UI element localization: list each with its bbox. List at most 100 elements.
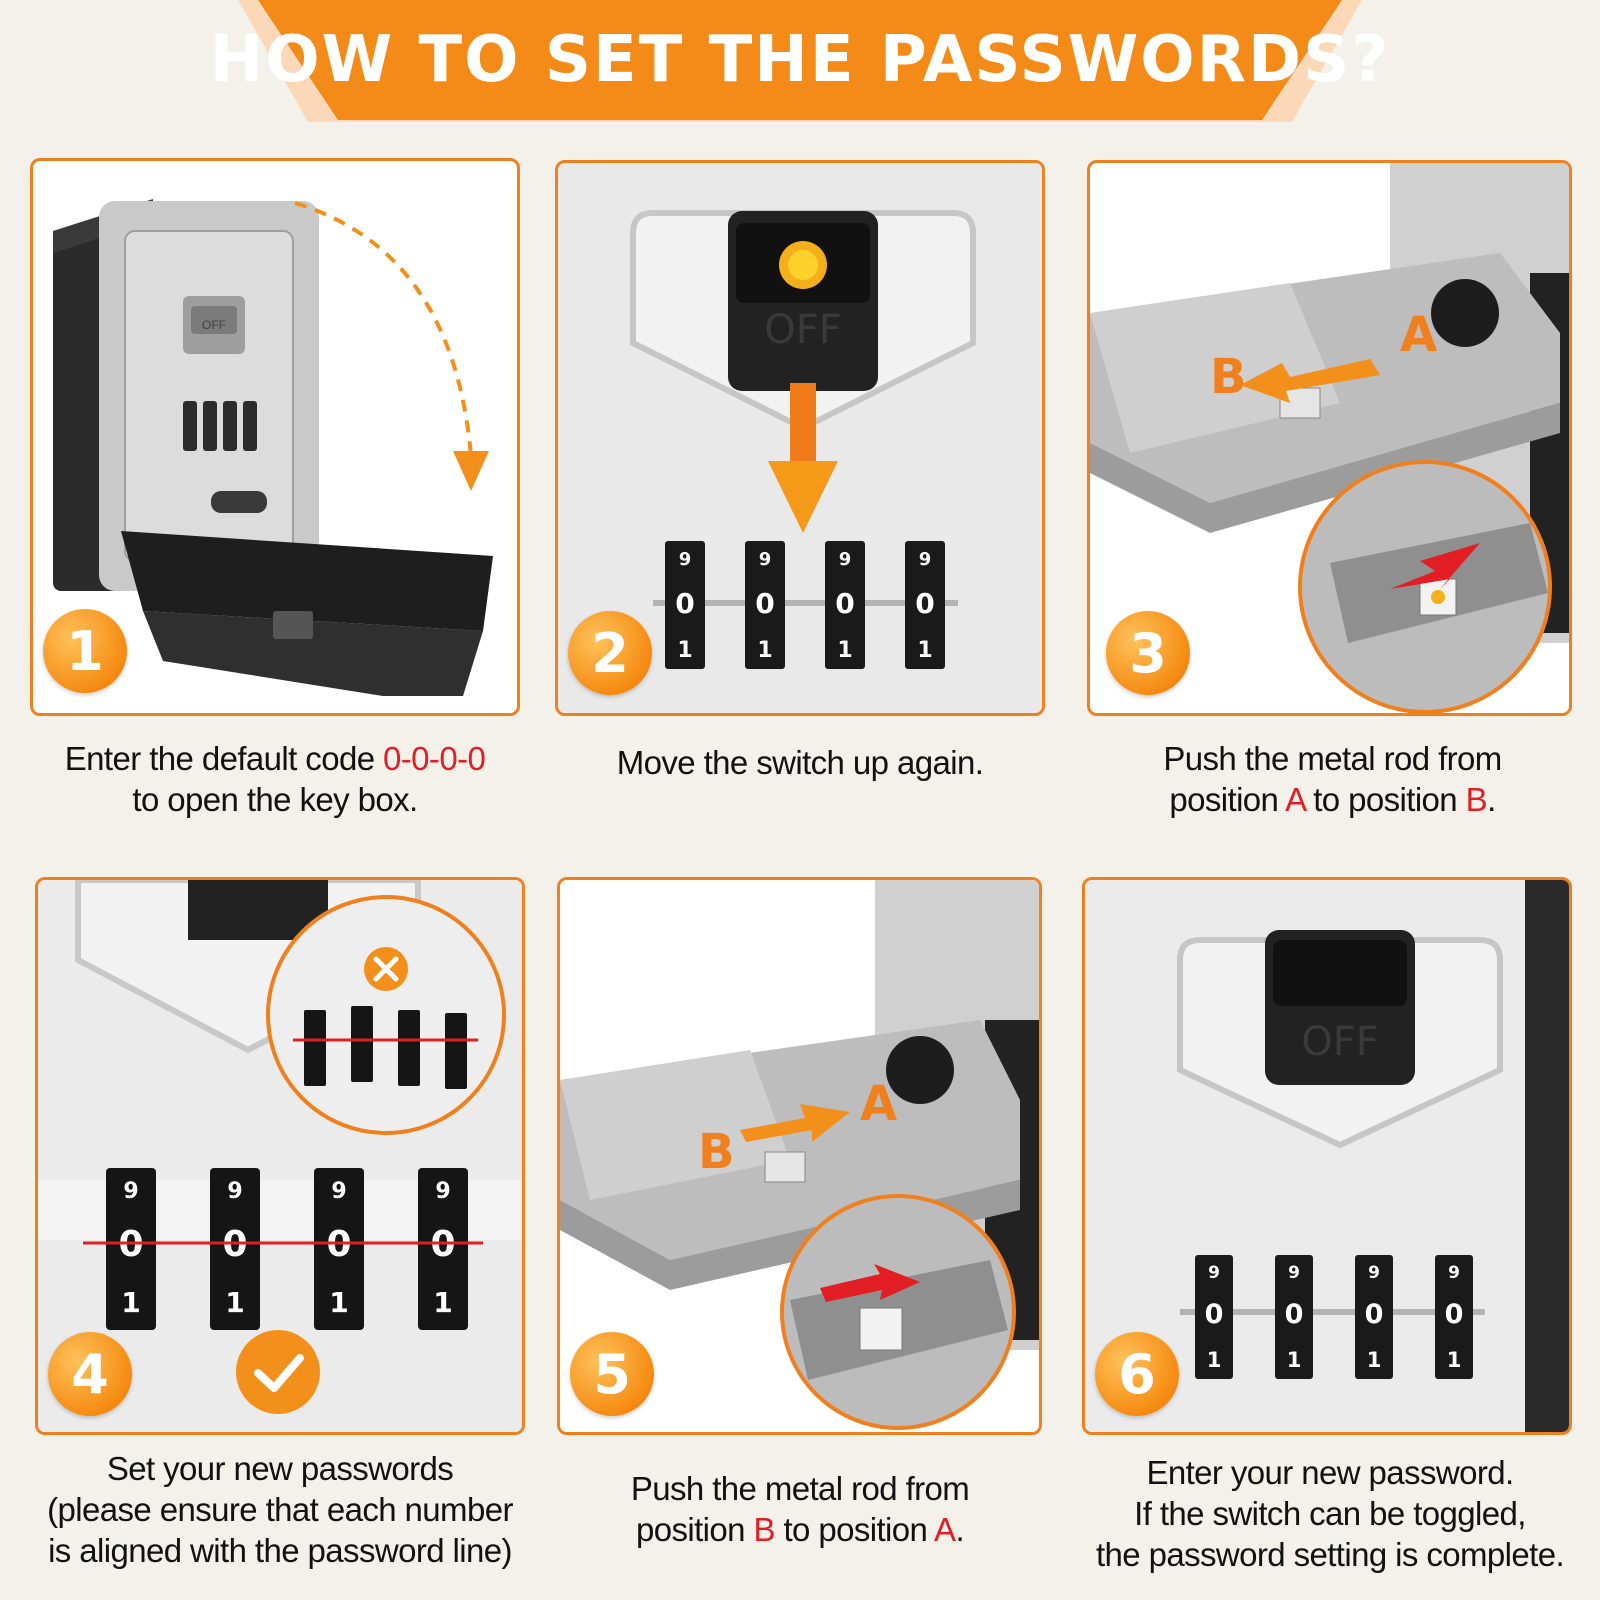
step-5-end: . — [955, 1511, 965, 1548]
step-5-mid: to position — [774, 1511, 935, 1548]
wheel-4 — [905, 541, 945, 669]
wheel-6-1-mid: 0 — [1205, 1299, 1224, 1330]
step-2-panel: OFF 9 0 1 9 0 1 — [555, 160, 1045, 716]
step-3-pre: position — [1169, 781, 1286, 818]
wheel-6-1-bottom: 1 — [1207, 1348, 1222, 1372]
step-4-badge: 4 — [48, 1332, 132, 1416]
step-5-to: A — [934, 1511, 956, 1548]
wheel-6-1 — [1195, 1255, 1233, 1379]
off-label: OFF — [764, 307, 842, 353]
wheel-2 — [745, 541, 785, 669]
wheel-2-mid: 0 — [755, 587, 774, 620]
step-3-caption-line1: Push the metal rod from — [1163, 740, 1502, 777]
big-wheel-4-top: 9 — [435, 1179, 450, 1204]
step-4-caption-line3: is aligned with the password line) — [48, 1532, 512, 1569]
wheel-6-3 — [1355, 1255, 1393, 1379]
step-4-caption-line2: (please ensure that each number — [47, 1491, 513, 1528]
step-1-caption-line2: to open the key box. — [132, 781, 418, 818]
step-5-pre: position — [635, 1511, 754, 1548]
label-a: A — [1400, 307, 1437, 363]
step-6-panel: OFF 9 0 1 9 0 1 9 0 1 9 — [1082, 877, 1572, 1435]
cross-icon — [364, 947, 408, 991]
wheel-1 — [665, 541, 705, 669]
wheel-6-2-top: 9 — [1288, 1263, 1300, 1283]
wheel-3 — [825, 541, 865, 669]
step-3-caption-line2: position A to position B. — [1075, 779, 1590, 820]
wheel-3-bottom: 1 — [837, 638, 852, 663]
step-1-text: Enter the default code — [64, 740, 384, 777]
wheel-6-1-top: 9 — [1208, 1263, 1220, 1283]
step-5-caption: Push the metal rod from position B to po… — [545, 1468, 1055, 1550]
step-6-caption: Enter your new password. If the switch c… — [1065, 1452, 1595, 1575]
wheel-3-mid: 0 — [835, 587, 854, 620]
wheel-6-3-top: 9 — [1368, 1263, 1380, 1283]
step-1-panel: OFF 1 — [30, 158, 520, 716]
label-b-5: B — [698, 1124, 735, 1180]
align-password-illustration: 9 0 1 9 0 1 9 0 1 9 0 1 — [38, 880, 522, 1432]
step-2-caption: Move the switch up again. — [540, 742, 1060, 783]
open-key-box-illustration: OFF — [53, 199, 493, 696]
wheel-3-top: 9 — [839, 549, 852, 570]
step-6-caption-line2: If the switch can be toggled, — [1134, 1495, 1526, 1532]
wheel-6-2-mid: 0 — [1285, 1299, 1304, 1330]
label-a-5: A — [860, 1076, 897, 1132]
step-5-panel: B A 5 — [557, 877, 1042, 1435]
step-5-from: B — [753, 1511, 775, 1548]
enter-new-password-illustration: OFF 9 0 1 9 0 1 9 0 1 9 — [1085, 880, 1569, 1432]
step-6-caption-line1: Enter your new password. — [1146, 1454, 1514, 1491]
step-3-panel: A B 3 — [1087, 160, 1572, 716]
step-5-caption-line2: position B to position A. — [545, 1509, 1055, 1550]
check-icon — [236, 1330, 320, 1414]
big-wheel-2-top: 9 — [227, 1179, 242, 1204]
wheel-1-mid: 0 — [675, 587, 694, 620]
step-4-panel: 9 0 1 9 0 1 9 0 1 9 0 1 — [35, 877, 525, 1435]
step-3-to: B — [1465, 781, 1488, 818]
wheel-6-4-bottom: 1 — [1447, 1348, 1462, 1372]
wheel-2-top: 9 — [759, 549, 772, 570]
big-wheel-3-bottom: 1 — [329, 1286, 348, 1319]
wheel-6-4-mid: 0 — [1445, 1299, 1464, 1330]
wheel-1-top: 9 — [679, 549, 692, 570]
step-6-caption-line3: the password setting is complete. — [1095, 1536, 1565, 1573]
banner-shape — [238, 0, 1362, 122]
step-4-caption: Set your new passwords (please ensure th… — [15, 1448, 545, 1571]
rod-a-to-b-illustration: A B — [1090, 163, 1569, 713]
step-3-badge: 3 — [1106, 611, 1190, 695]
wheel-1-bottom: 1 — [677, 638, 692, 663]
step-1-caption-line1: Enter the default code 0-0-0-0 — [20, 738, 530, 779]
wheel-row-6 — [1195, 1255, 1473, 1379]
wheel-6-2-bottom: 1 — [1287, 1348, 1302, 1372]
wheel-6-3-bottom: 1 — [1367, 1348, 1382, 1372]
page-title: HOW TO SET THE PASSWORDS? — [209, 23, 1391, 97]
mini-off-label: OFF — [202, 318, 226, 332]
step-6-badge: 6 — [1095, 1332, 1179, 1416]
header-banner: HOW TO SET THE PASSWORDS? — [0, 0, 1600, 125]
down-arrow-icon — [768, 383, 838, 533]
wheel-4-top: 9 — [919, 549, 932, 570]
wheel-4-bottom: 1 — [917, 638, 932, 663]
step-3-mid: to position — [1304, 781, 1466, 818]
step-5-caption-line1: Push the metal rod from — [630, 1470, 970, 1507]
wheel-6-3-mid: 0 — [1365, 1299, 1384, 1330]
step-3-end: . — [1487, 781, 1496, 818]
off-label-6: OFF — [1301, 1019, 1379, 1065]
step-2-caption-line1: Move the switch up again. — [616, 744, 984, 781]
wheel-4-mid: 0 — [915, 587, 934, 620]
wheel-6-4 — [1435, 1255, 1473, 1379]
dashed-arrow-icon — [294, 201, 473, 457]
step-4-caption-line1: Set your new passwords — [106, 1450, 454, 1487]
big-wheel-2-bottom: 1 — [225, 1286, 244, 1319]
default-code: 0-0-0-0 — [383, 740, 486, 777]
wheel-6-2 — [1275, 1255, 1313, 1379]
label-b: B — [1210, 349, 1247, 405]
step-3-from: A — [1285, 781, 1305, 818]
wheel-2-bottom: 1 — [757, 638, 772, 663]
wheel-6-4-top: 9 — [1448, 1263, 1460, 1283]
big-wheel-1-bottom: 1 — [121, 1286, 140, 1319]
wheel-row — [665, 541, 945, 669]
step-3-caption: Push the metal rod from position A to po… — [1075, 738, 1590, 820]
big-wheel-3-top: 9 — [331, 1179, 346, 1204]
step-1-badge: 1 — [43, 609, 127, 693]
step-1-caption: Enter the default code 0-0-0-0 to open t… — [20, 738, 530, 820]
step-2-badge: 2 — [568, 611, 652, 695]
